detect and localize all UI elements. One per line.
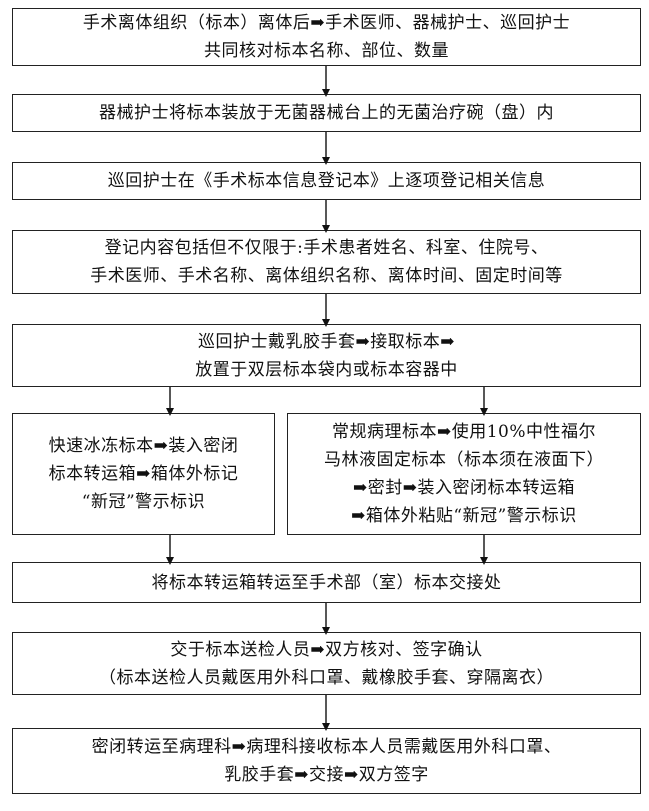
step-6a-frozen-box: 快速冰冻标本➡装入密闭 标本转运箱➡箱体外标记 “新冠”警示标识 — [12, 413, 275, 535]
step-9-line-1: 密闭转运至病理科➡病理科接收标本人员需戴医用外科口罩、 — [91, 737, 562, 757]
step-4-line-1: 登记内容包括但不仅限于:手术患者姓名、科室、住院号、 — [104, 238, 549, 258]
step-5-line-2: 放置于双层标本袋内或标本容器中 — [195, 359, 458, 380]
step-2-box: 器械护士将标本装放于无菌器械台上的无菌治疗碗（盘）内 — [12, 94, 641, 132]
step-6b-line-3: ➡密封➡装入密闭标本转运箱 — [353, 478, 575, 498]
step-6b-line-4: ➡箱体外粘贴“新冠”警示标识 — [351, 506, 577, 526]
step-1-box: 手术离体组织（标本）离体后➡手术医师、器械护士、巡回护士 共同核对标本名称、部位… — [12, 8, 641, 66]
step-9-box: 密闭转运至病理科➡病理科接收标本人员需戴医用外科口罩、 乳胶手套➡交接➡双方签字 — [12, 728, 641, 794]
step-6a-line-3: “新冠”警示标识 — [81, 492, 206, 512]
step-6b-routine-box: 常规病理标本➡使用10%中性福尔 马林液固定标本（标本须在液面下） ➡密封➡装入… — [287, 413, 641, 535]
step-9-line-2: 乳胶手套➡交接➡双方签字 — [224, 765, 429, 785]
step-2-line-1: 器械护士将标本装放于无菌器械台上的无菌治疗碗（盘）内 — [99, 103, 554, 123]
step-3-box: 巡回护士在《手术标本信息登记本》上逐项登记相关信息 — [12, 162, 641, 200]
step-8-box: 交于标本送检人员➡双方核对、签字确认 （标本送检人员戴医用外科口罩、戴橡胶手套、… — [12, 632, 641, 695]
step-8-line-1: 交于标本送检人员➡双方核对、签字确认 — [170, 639, 483, 660]
step-5-line-1: 巡回护士戴乳胶手套➡接取标本➡ — [198, 331, 455, 352]
step-1-line-2: 共同核对标本名称、部位、数量 — [204, 41, 449, 61]
step-4-line-2: 手术医师、手术名称、离体组织名称、离体时间、固定时间等 — [90, 266, 563, 286]
step-7-line-1: 将标本转运箱转运至手术部（室）标本交接处 — [151, 572, 502, 593]
step-6a-line-1: 快速冰冻标本➡装入密闭 — [48, 436, 239, 456]
step-8-line-2: （标本送检人员戴医用外科口罩、戴橡胶手套、穿隔离衣） — [99, 667, 554, 688]
step-1-line-1: 手术离体组织（标本）离体后➡手术医师、器械护士、巡回护士 — [82, 13, 571, 33]
step-6b-line-1: 常规病理标本➡使用10%中性福尔 — [331, 422, 597, 442]
step-3-line-1: 巡回护士在《手术标本信息登记本》上逐项登记相关信息 — [107, 171, 546, 191]
step-7-box: 将标本转运箱转运至手术部（室）标本交接处 — [12, 562, 641, 603]
step-6b-line-2: 马林液固定标本（标本须在液面下） — [324, 450, 604, 470]
step-6a-line-2: 标本转运箱➡箱体外标记 — [48, 464, 239, 484]
